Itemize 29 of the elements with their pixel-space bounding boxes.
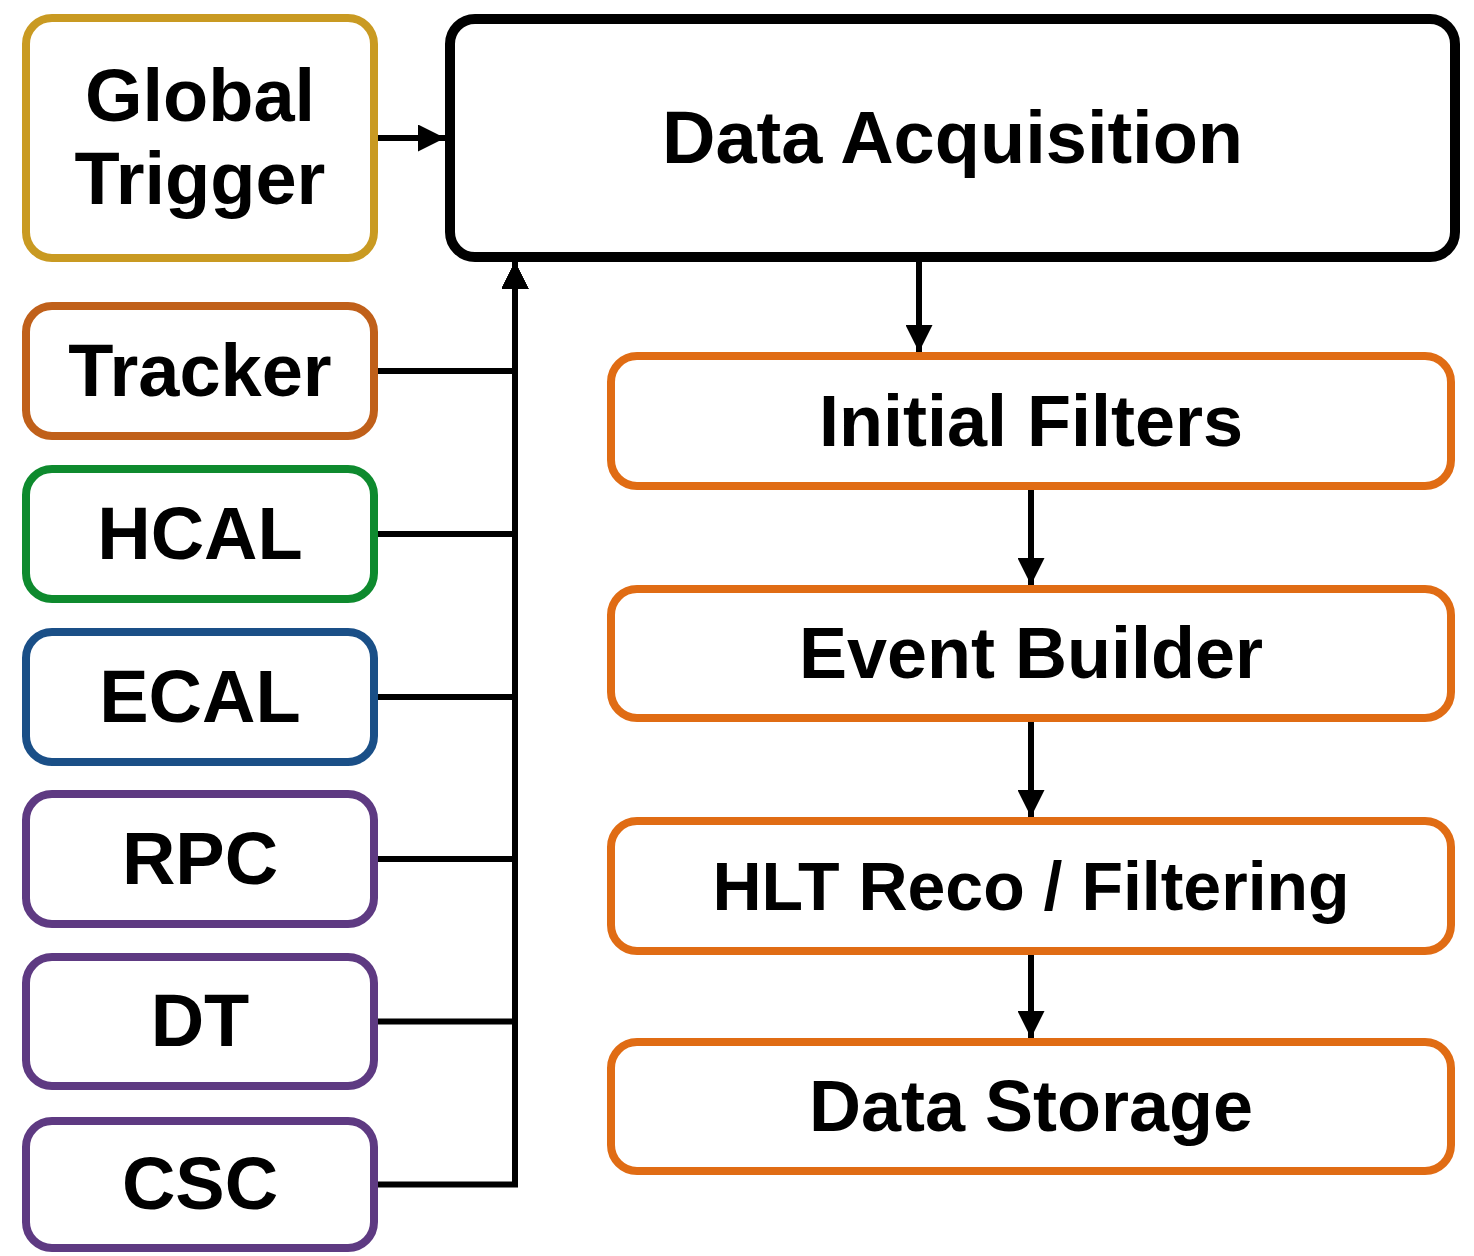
process-box <box>607 1038 1455 1175</box>
node-label: Event Builder <box>798 613 1264 694</box>
node-label: Data Acquisition <box>661 96 1244 180</box>
arrow <box>905 262 933 352</box>
detector-box <box>22 953 378 1090</box>
node-label: Data Storage <box>808 1066 1254 1147</box>
node-label: CSC <box>121 1143 279 1226</box>
node-label: Global Trigger <box>73 55 327 221</box>
node-label: ECAL <box>99 655 301 739</box>
arrow <box>378 124 445 152</box>
acquisition-box <box>445 14 1460 262</box>
node-label: DT <box>150 980 250 1063</box>
arrow <box>1017 490 1045 585</box>
process-box <box>607 352 1455 490</box>
detector-box <box>22 302 378 440</box>
process-box <box>607 817 1455 955</box>
node-label: Tracker <box>68 329 332 413</box>
trigger-box <box>22 14 378 262</box>
node-label: HLT Reco / Filtering <box>712 847 1350 925</box>
detector-box <box>22 790 378 928</box>
detector-box <box>22 1117 378 1252</box>
arrow <box>1017 722 1045 817</box>
node-label: HCAL <box>97 492 303 576</box>
detector-box <box>22 465 378 603</box>
node-label: Initial Filters <box>818 380 1244 462</box>
detector-box <box>22 628 378 766</box>
node-label: RPC <box>121 817 279 901</box>
arrow <box>1017 955 1045 1038</box>
process-box <box>607 585 1455 722</box>
